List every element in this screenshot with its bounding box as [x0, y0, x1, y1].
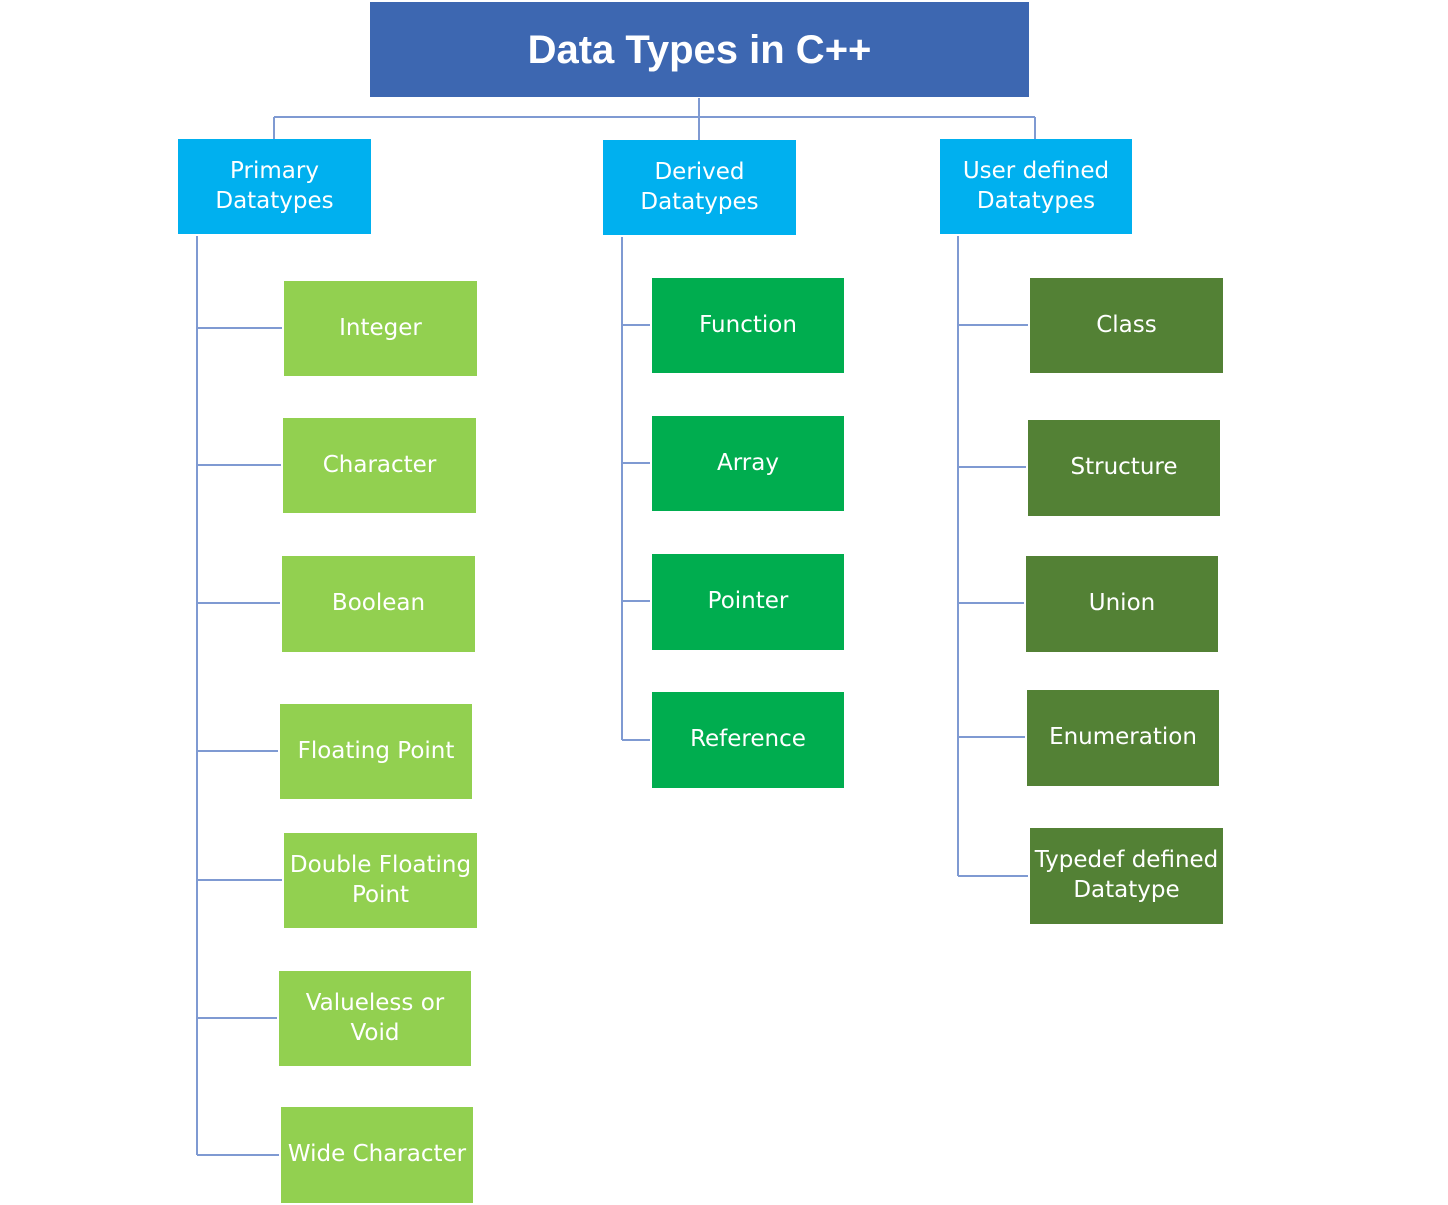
leaf-array: Array [652, 416, 844, 511]
category-primary: Primary Datatypes [178, 139, 371, 234]
category-derived: Derived Datatypes [603, 140, 796, 235]
leaf-pointer: Pointer [652, 554, 844, 650]
leaf-wide-character: Wide Character [281, 1107, 473, 1203]
leaf-class: Class [1030, 278, 1223, 373]
leaf-floating-point: Floating Point [280, 704, 472, 799]
leaf-enumeration: Enumeration [1027, 690, 1219, 786]
leaf-integer: Integer [284, 281, 477, 376]
diagram-title: Data Types in C++ [370, 2, 1029, 97]
leaf-character: Character [283, 418, 476, 513]
leaf-reference: Reference [652, 692, 844, 788]
leaf-union: Union [1026, 556, 1218, 652]
leaf-typedef-defined-datatype: Typedef defined Datatype [1030, 828, 1223, 924]
leaf-boolean: Boolean [282, 556, 475, 652]
connector-title-bus [273, 98, 1036, 140]
leaf-valueless-or-void: Valueless or Void [279, 971, 471, 1066]
connector-primary [196, 236, 282, 1156]
leaf-double-floating-point: Double Floating Point [284, 833, 477, 928]
connector-user-defined [957, 236, 1028, 877]
leaf-structure: Structure [1028, 420, 1220, 516]
connector-derived [621, 237, 650, 741]
category-user-defined: User defined Datatypes [940, 139, 1132, 234]
leaf-function: Function [652, 278, 844, 373]
